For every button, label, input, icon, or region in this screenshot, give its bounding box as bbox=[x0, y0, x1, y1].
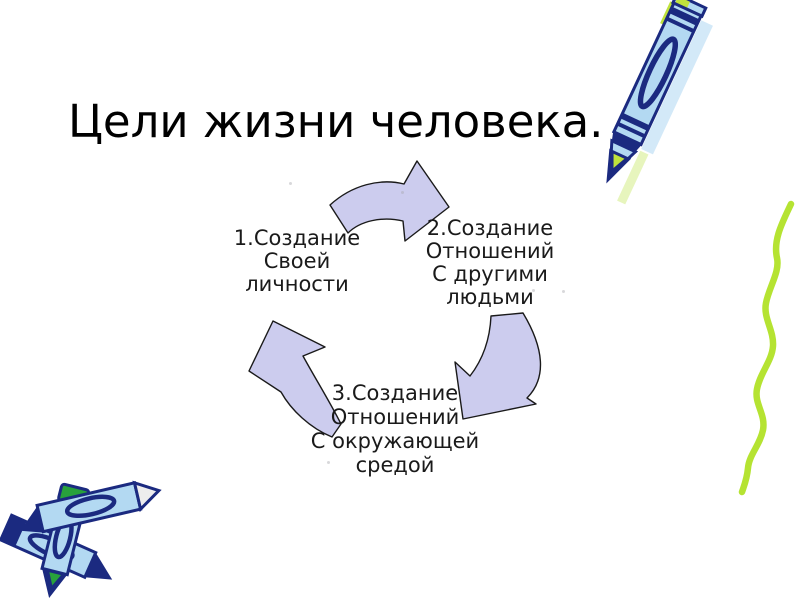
diagram-node-3: 3.Создание Отношений С окружающей средой bbox=[295, 381, 495, 477]
crossed-crayons-icon bbox=[0, 480, 162, 598]
crayon-tip bbox=[606, 148, 632, 184]
node-line: людьми bbox=[446, 285, 534, 309]
diagram-node-1: 1.Создание Своей личности bbox=[207, 227, 387, 296]
node-line: С окружающей bbox=[310, 429, 480, 453]
node-line: С другими bbox=[432, 262, 548, 286]
squiggle-line bbox=[738, 200, 795, 496]
artifact-speck bbox=[532, 289, 535, 292]
artifact-speck bbox=[327, 461, 330, 464]
slide-title: Цели жизни человека. bbox=[68, 95, 604, 148]
crayon-white-tip bbox=[132, 480, 162, 513]
crayon-shadow bbox=[641, 20, 713, 155]
diagram-node-2: 2.Создание Отношений С другими людьми bbox=[400, 217, 580, 309]
node-line: средой bbox=[355, 453, 435, 477]
node-line: личности bbox=[245, 272, 349, 296]
node-line: 3.Создание bbox=[331, 381, 459, 405]
artifact-speck bbox=[289, 182, 292, 185]
node-line: Отношений bbox=[425, 239, 555, 263]
crayon-cap-accent bbox=[675, 0, 690, 9]
node-line: 1.Создание bbox=[233, 226, 361, 250]
crayon-tip-accent bbox=[613, 153, 625, 169]
node-line: 2.Создание bbox=[426, 216, 554, 240]
artifact-speck bbox=[401, 191, 404, 194]
arrow-node1-to-node2 bbox=[329, 160, 450, 242]
arrow-node3-to-node1 bbox=[248, 320, 342, 438]
artifact-speck bbox=[562, 290, 565, 293]
arrow-node2-to-node3 bbox=[454, 312, 542, 420]
node-line: Отношений bbox=[330, 405, 460, 429]
crayon-icon bbox=[606, 0, 713, 205]
node-line: Своей bbox=[263, 249, 331, 273]
crayon-tip-shadow bbox=[617, 150, 649, 205]
